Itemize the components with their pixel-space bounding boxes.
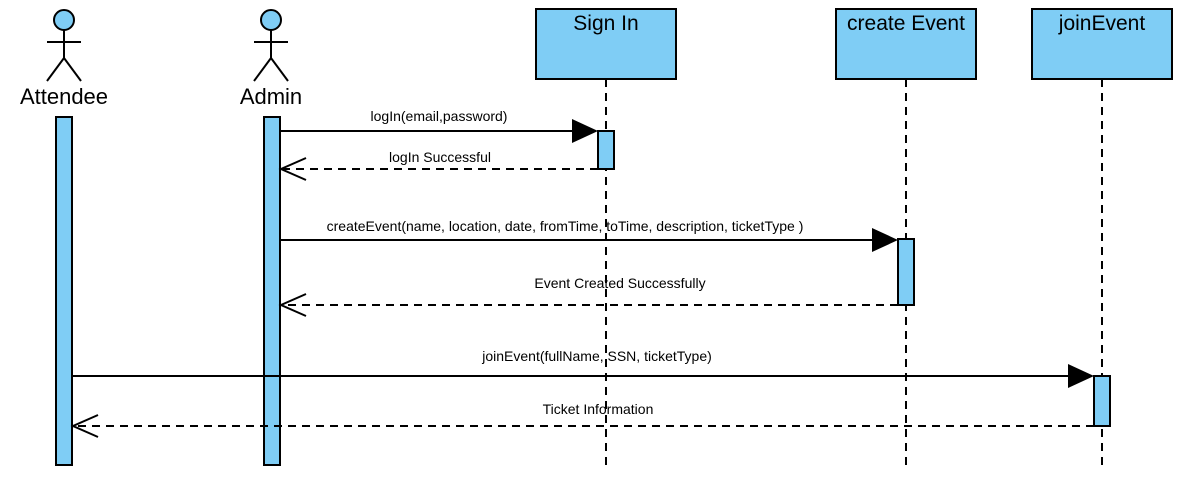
message-label-join-event: joinEvent(fullName, SSN, ticketType) bbox=[481, 348, 712, 364]
message-label-ticket-info: Ticket Information bbox=[543, 401, 654, 417]
stick-figure-icon bbox=[46, 9, 82, 82]
arrowhead-filled-icon bbox=[1068, 364, 1094, 388]
message-label-login-success: logIn Successful bbox=[389, 149, 491, 165]
object-signin: Sign In bbox=[535, 8, 677, 465]
activation-bar-signin bbox=[597, 130, 615, 170]
message-label-login: logIn(email,password) bbox=[371, 108, 508, 124]
message-join-event: joinEvent(fullName, SSN, ticketType) bbox=[72, 348, 1094, 388]
actor-attendee: Attendee bbox=[20, 9, 108, 466]
object-createevent: create Event bbox=[835, 8, 977, 465]
object-label-joinevent: joinEvent bbox=[1058, 12, 1146, 35]
activation-bar-attendee bbox=[55, 116, 73, 466]
activation-bar-joinevent bbox=[1093, 375, 1111, 427]
message-label-create-event: createEvent(name, location, date, fromTi… bbox=[327, 218, 804, 234]
object-joinevent: joinEvent bbox=[1031, 8, 1173, 465]
message-label-event-created: Event Created Successfully bbox=[534, 275, 705, 291]
actor-label-attendee: Attendee bbox=[20, 84, 108, 109]
arrowhead-open-icon bbox=[278, 157, 307, 181]
message-login: logIn(email,password) bbox=[280, 108, 598, 143]
object-box-joinevent bbox=[1031, 8, 1173, 80]
arrowhead-open-icon bbox=[278, 293, 307, 317]
arrowhead-filled-icon bbox=[872, 228, 898, 252]
actor-admin: Admin bbox=[240, 9, 302, 466]
arrowhead-filled-icon bbox=[572, 119, 598, 143]
object-label-createevent: create Event bbox=[847, 12, 965, 35]
message-event-created: Event Created Successfully bbox=[278, 275, 898, 317]
object-label-signin: Sign In bbox=[573, 12, 638, 35]
stick-figure-icon bbox=[253, 9, 289, 82]
actor-label-admin: Admin bbox=[240, 84, 302, 109]
activation-bar-admin bbox=[263, 116, 281, 466]
message-create-event: createEvent(name, location, date, fromTi… bbox=[280, 218, 898, 252]
message-ticket-info: Ticket Information bbox=[70, 401, 1094, 438]
object-box-signin bbox=[535, 8, 677, 80]
activation-bar-createevent bbox=[897, 238, 915, 306]
arrowhead-open-icon bbox=[70, 414, 99, 438]
message-login-success: logIn Successful bbox=[278, 149, 598, 181]
